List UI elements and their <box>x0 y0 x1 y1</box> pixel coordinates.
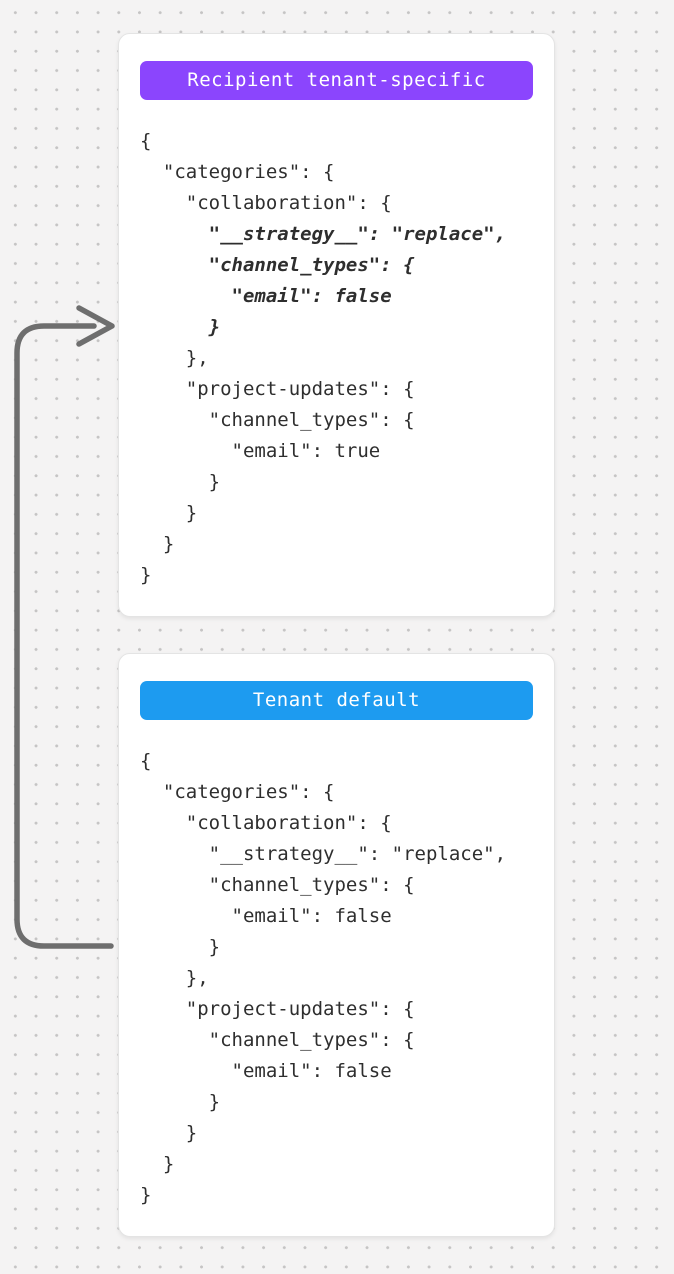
code-line: } <box>140 1184 152 1206</box>
code-line: "channel_types": { <box>140 254 415 276</box>
code-line: } <box>140 316 221 338</box>
code-line: "collaboration": { <box>140 192 392 214</box>
arrow-head-icon <box>76 305 115 347</box>
tenant-default-json: { "categories": { "collaboration": { "__… <box>140 746 533 1211</box>
code-line: "email": false <box>140 905 392 927</box>
tenant-default-badge: Tenant default <box>140 681 533 720</box>
code-line: "channel_types": { <box>140 1029 415 1051</box>
code-line: "channel_types": { <box>140 409 415 431</box>
code-line: "__strategy__": "replace", <box>140 223 507 245</box>
code-line: "email": false <box>140 1060 392 1082</box>
code-line: } <box>140 533 175 555</box>
code-line: "__strategy__": "replace", <box>140 843 507 865</box>
code-line: "categories": { <box>140 781 335 803</box>
code-line: } <box>140 936 221 958</box>
arrow-shaft <box>14 323 114 949</box>
recipient-tenant-specific-card: Recipient tenant-specific { "categories"… <box>118 33 555 617</box>
code-line: "project-updates": { <box>140 998 415 1020</box>
code-line: } <box>140 1153 175 1175</box>
code-line: } <box>140 1122 198 1144</box>
code-line: "project-updates": { <box>140 378 415 400</box>
code-line: }, <box>140 347 209 369</box>
code-line: "collaboration": { <box>140 812 392 834</box>
recipient-tenant-specific-badge: Recipient tenant-specific <box>140 61 533 100</box>
code-line: } <box>140 564 152 586</box>
code-line: "email": false <box>140 285 392 307</box>
code-line: } <box>140 1091 221 1113</box>
code-line: "categories": { <box>140 161 335 183</box>
code-line: "channel_types": { <box>140 874 415 896</box>
code-line: } <box>140 471 221 493</box>
code-line: "email": true <box>140 440 381 462</box>
code-line: { <box>140 130 152 152</box>
code-line: { <box>140 750 152 772</box>
recipient-tenant-specific-json: { "categories": { "collaboration": { "__… <box>140 126 533 591</box>
code-line: } <box>140 502 198 524</box>
code-line: }, <box>140 967 209 989</box>
tenant-default-card: Tenant default { "categories": { "collab… <box>118 653 555 1237</box>
